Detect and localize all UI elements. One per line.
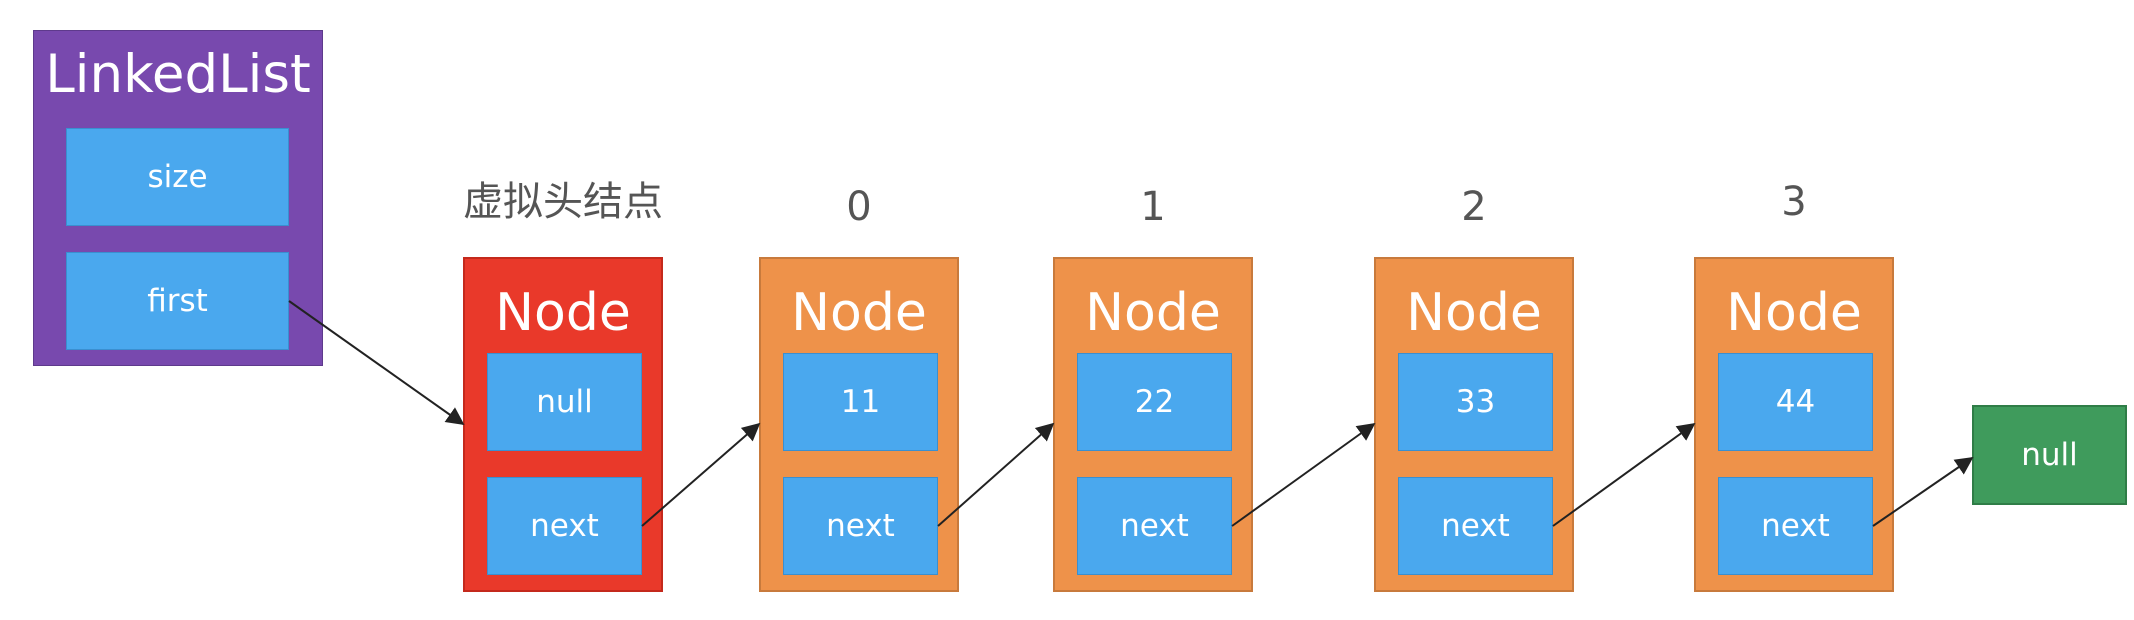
node-title: Node	[791, 283, 927, 343]
node-index-0: 0	[846, 184, 872, 230]
dummy-head-label: 虚拟头结点	[463, 179, 663, 225]
node-index-3: 3	[1781, 179, 1807, 225]
size-field: size	[66, 128, 289, 226]
tail-null-box: null	[1972, 405, 2127, 505]
node-index-2: 2	[1461, 184, 1487, 230]
node-next-field: next	[1077, 477, 1232, 575]
node-next-field: next	[1398, 477, 1553, 575]
linkedlist-title: LinkedList	[45, 44, 311, 105]
first-field: first	[66, 252, 289, 350]
node-next-field: next	[1718, 477, 1873, 575]
node-next-field: next	[487, 477, 642, 575]
node-title: Node	[1726, 283, 1862, 343]
node-next-field: next	[783, 477, 938, 575]
node2-next-arrow	[1552, 422, 1696, 527]
node-value-field: 33	[1398, 353, 1553, 451]
node-value-field: 44	[1718, 353, 1873, 451]
dummy-next-arrow	[641, 422, 761, 527]
node-title: Node	[495, 283, 631, 343]
node-title: Node	[1406, 283, 1542, 343]
node0-next-arrow	[937, 422, 1055, 527]
node-value-field: 22	[1077, 353, 1232, 451]
node-index-1: 1	[1140, 184, 1166, 230]
node-value-field: 11	[783, 353, 938, 451]
node3-next-arrow	[1872, 456, 1974, 527]
node-title: Node	[1085, 283, 1221, 343]
node1-next-arrow	[1231, 422, 1376, 527]
node-value-field: null	[487, 353, 642, 451]
first-to-dummy-arrow	[288, 300, 465, 426]
